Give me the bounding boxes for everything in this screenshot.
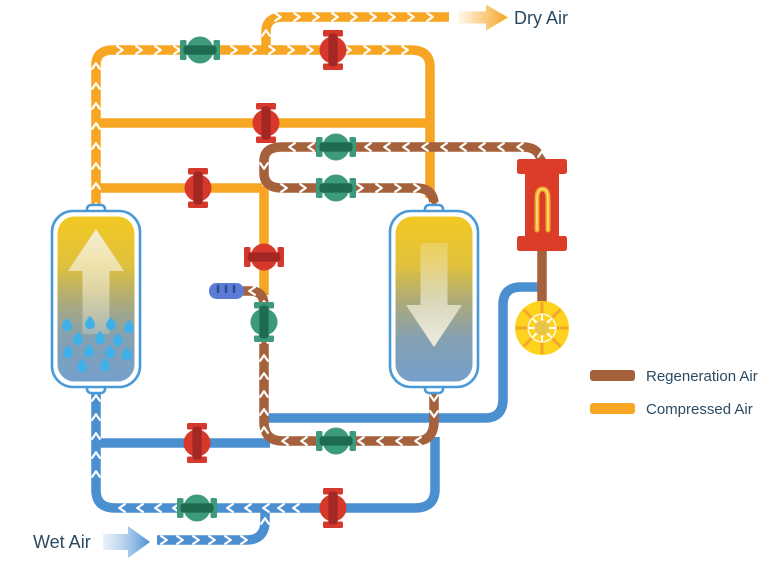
- up-arrow-icon: [68, 229, 124, 334]
- legend-swatch-regeneration-air: [590, 370, 635, 381]
- dry-air-label: Dry Air: [514, 8, 568, 28]
- legend-label-compressed-air: Compressed Air: [646, 401, 753, 418]
- valve-closed-icon: [183, 423, 211, 463]
- valve-closed-icon: [244, 243, 284, 271]
- legend-label-regeneration-air: Regeneration Air: [646, 368, 758, 385]
- legend: Regeneration Air Compressed Air: [590, 368, 758, 418]
- regeneration-air-supply-pipe: [259, 142, 547, 214]
- regeneration-air-exhaust-pipe: [243, 286, 439, 446]
- blower-fan-icon: [515, 301, 569, 355]
- wet-air-label: Wet Air: [33, 532, 91, 552]
- blower-suction-pipe: [261, 282, 541, 423]
- left-tower-vessel: [50, 203, 142, 395]
- valve-open-icon: [177, 494, 217, 522]
- down-arrow-icon: [406, 243, 462, 347]
- valve-open-icon: [180, 36, 220, 64]
- heater-icon: [517, 159, 567, 251]
- valve-open-icon: [316, 174, 356, 202]
- wet-air-arrow-icon: [103, 526, 150, 558]
- drain-muffler-icon: [209, 283, 244, 299]
- valve-open-icon: [250, 302, 278, 342]
- valve-closed-icon: [252, 103, 280, 143]
- dry-air-arrow-icon: [458, 4, 508, 31]
- valve-closed-icon: [319, 30, 347, 70]
- valve-open-icon: [316, 427, 356, 455]
- valve-closed-icon: [184, 168, 212, 208]
- valve-open-icon: [316, 133, 356, 161]
- legend-swatch-compressed-air: [590, 403, 635, 414]
- valve-closed-icon: [319, 488, 347, 528]
- right-tower-vessel: [388, 203, 480, 395]
